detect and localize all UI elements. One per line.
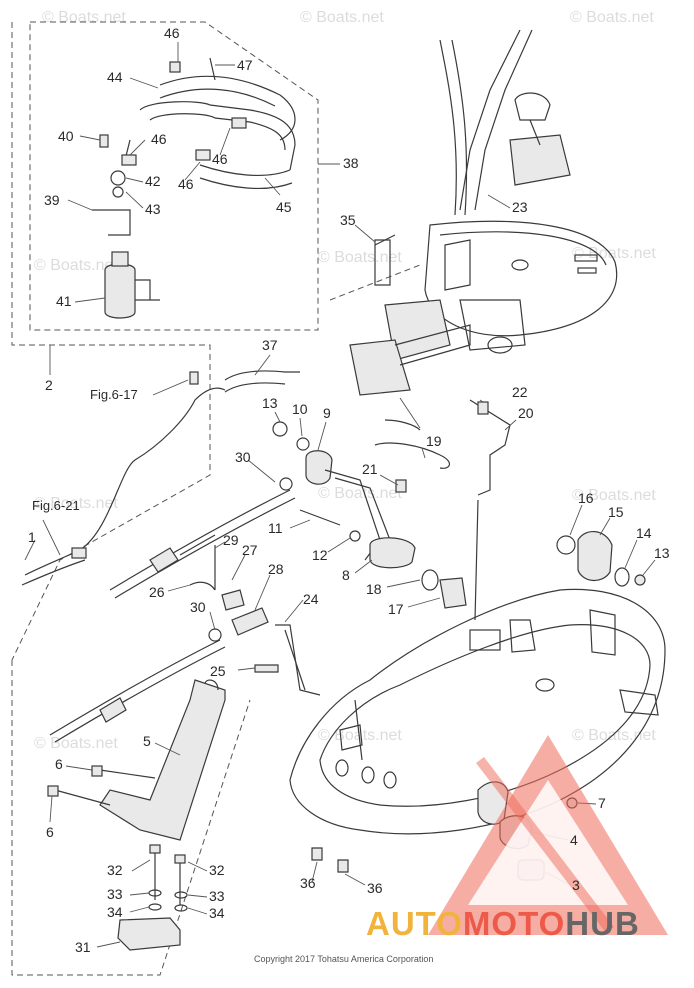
- callout-24: 24: [303, 591, 319, 607]
- callout-34: 34: [107, 904, 123, 920]
- callout-12: 12: [312, 547, 328, 563]
- callout-31: 31: [75, 939, 91, 955]
- group-boundaries: [11, 21, 421, 976]
- fig-6-17-reference: Fig.6-17: [90, 387, 138, 402]
- callout-46: 46: [178, 176, 194, 192]
- watermark: © Boats.net: [572, 727, 656, 744]
- callout-39: 39: [44, 192, 60, 208]
- watermark: © Boats.net: [34, 735, 118, 752]
- callout-29: 29: [223, 532, 239, 548]
- callout-33: 33: [107, 886, 123, 902]
- callout-32: 32: [107, 862, 123, 878]
- logo-text-moto: MOTO: [463, 905, 565, 942]
- fuel-filter-assembly: [92, 57, 296, 319]
- leader-lines: [24, 42, 656, 948]
- callout-14: 14: [636, 525, 652, 541]
- callout-33: 33: [209, 888, 225, 904]
- control-group-boundary: [11, 22, 211, 661]
- callout-38: 38: [343, 155, 359, 171]
- callout-22: 22: [512, 384, 528, 400]
- watermark-layer: © Boats.net © Boats.net © Boats.net © Bo…: [34, 9, 656, 752]
- callout-10: 10: [292, 401, 308, 417]
- callout-7: 7: [598, 795, 606, 811]
- callout-13: 13: [262, 395, 278, 411]
- watermark: © Boats.net: [300, 9, 384, 26]
- callout-3: 3: [572, 877, 580, 893]
- callout-35: 35: [340, 212, 356, 228]
- callout-19: 19: [426, 433, 442, 449]
- callout-41: 41: [56, 293, 72, 309]
- callout-28: 28: [268, 561, 284, 577]
- logo-text: AUTOMOTOHUB: [366, 905, 640, 942]
- watermark: © Boats.net: [318, 249, 402, 266]
- upper-bracket-assembly: [349, 29, 618, 396]
- logo-text-auto: AUTO: [366, 905, 463, 942]
- callout-34: 34: [209, 905, 225, 921]
- callout-36: 36: [300, 875, 316, 891]
- callout-32: 32: [209, 862, 225, 878]
- callout-42: 42: [145, 173, 161, 189]
- watermark: © Boats.net: [570, 9, 654, 26]
- watermark: © Boats.net: [318, 727, 402, 744]
- callout-27: 27: [242, 542, 258, 558]
- callout-labels: 46 47 44 40 46 46 46 42 43 39 45 38 41 3…: [28, 25, 670, 955]
- callout-46: 46: [151, 131, 167, 147]
- callout-2: 2: [45, 377, 53, 393]
- callout-18: 18: [366, 581, 382, 597]
- automotohub-logo: AUTOMOTOHUB: [366, 735, 668, 942]
- callout-5: 5: [143, 733, 151, 749]
- callout-30: 30: [190, 599, 206, 615]
- fuel-group-boundary: [29, 21, 319, 331]
- watermark: © Boats.net: [572, 487, 656, 504]
- callout-45: 45: [276, 199, 292, 215]
- callout-47: 47: [237, 57, 253, 73]
- callout-43: 43: [145, 201, 161, 217]
- shift-mechanism: [49, 399, 646, 743]
- copyright-notice: Copyright 2017 Tohatsu America Corporati…: [254, 954, 433, 964]
- callout-36: 36: [367, 880, 383, 896]
- callout-46: 46: [164, 25, 180, 41]
- callout-25: 25: [210, 663, 226, 679]
- callout-16: 16: [578, 490, 594, 506]
- callout-23: 23: [512, 199, 528, 215]
- callout-4: 4: [570, 832, 578, 848]
- callout-6: 6: [46, 824, 54, 840]
- watermark: © Boats.net: [318, 485, 402, 502]
- harness-assembly: [21, 370, 300, 586]
- mount-bracket-assembly: [47, 679, 349, 951]
- upper-right-boundary: [329, 264, 421, 301]
- callout-6: 6: [55, 756, 63, 772]
- callout-20: 20: [518, 405, 534, 421]
- callout-15: 15: [608, 504, 624, 520]
- callout-21: 21: [362, 461, 378, 477]
- watermark: © Boats.net: [42, 9, 126, 26]
- callout-26: 26: [149, 584, 165, 600]
- callout-37: 37: [262, 337, 278, 353]
- watermark: © Boats.net: [34, 257, 118, 274]
- logo-triangle-stroke: [476, 756, 614, 934]
- callout-40: 40: [58, 128, 74, 144]
- fig-6-21-reference: Fig.6-21: [32, 498, 80, 513]
- watermark: © Boats.net: [34, 495, 118, 512]
- callout-9: 9: [323, 405, 331, 421]
- callout-11: 11: [268, 520, 283, 536]
- watermark: © Boats.net: [572, 245, 656, 262]
- callout-44: 44: [107, 69, 123, 85]
- callout-30: 30: [235, 449, 251, 465]
- callout-1: 1: [28, 529, 36, 545]
- callout-17: 17: [388, 601, 404, 617]
- callout-46: 46: [212, 151, 228, 167]
- callout-8: 8: [342, 567, 350, 583]
- logo-text-hub: HUB: [565, 905, 640, 942]
- callout-13: 13: [654, 545, 670, 561]
